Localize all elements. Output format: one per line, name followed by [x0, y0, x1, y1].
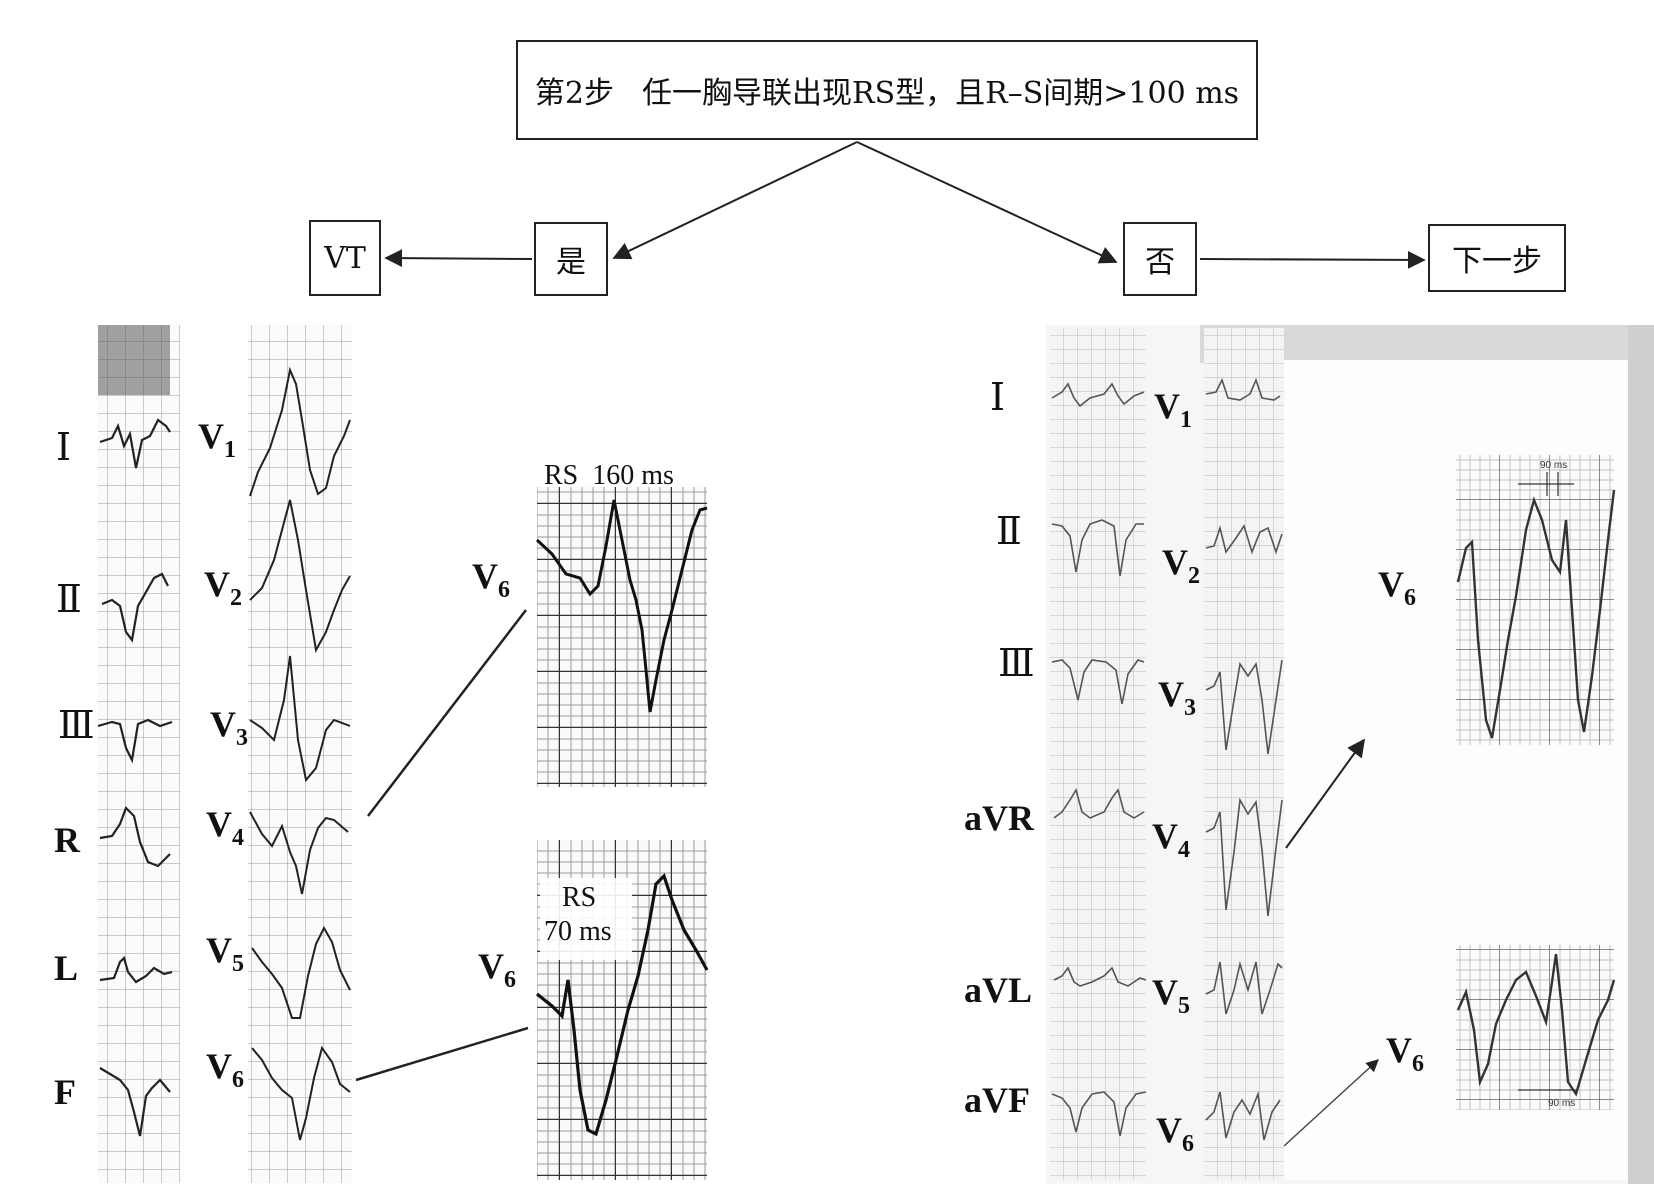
left-zoom-bottom-annotation-1: RS: [562, 882, 596, 913]
left-ecg-panel: [97, 325, 709, 1183]
left-zoom-bottom-annotation-2: 70 ms: [544, 916, 612, 947]
right-zoom-top-grid: [1456, 455, 1614, 745]
left-limb-label-5: L: [54, 948, 78, 988]
right-chest-strip: [1204, 328, 1284, 1180]
arrow-to-yes: [612, 141, 858, 260]
right-limb-label-3: Ⅲ: [998, 643, 1035, 685]
right-chest-label-v6: V6: [1156, 1110, 1194, 1157]
flow-arrows: [384, 141, 1426, 269]
right-zoom-bottom-trace: [1456, 953, 1616, 1097]
arrow-yes-to-vt: [384, 249, 533, 268]
yes-label: 是: [556, 245, 586, 280]
right-limb-label-4: aVR: [964, 798, 1035, 838]
criterion-box: 第2步 任一胸导联出现RS型，且R–S间期>100 ms: [516, 40, 1258, 140]
right-chest-label-v3: V3: [1158, 674, 1196, 721]
right-zoom-top-annotation: 90 ms: [1540, 460, 1567, 471]
arrow-no-to-next: [1199, 250, 1426, 269]
left-chest-traces: [249, 366, 351, 1141]
right-chest-label-v4: V4: [1152, 816, 1190, 863]
left-zoom-bottom-label: V6: [478, 946, 516, 993]
left-zoom-top-annotation: RS 160 ms: [544, 460, 674, 491]
right-chest-label-v1: V1: [1154, 386, 1192, 433]
left-zoom-bottom-trace: [536, 873, 709, 1137]
right-chest-label-v5: V5: [1152, 972, 1190, 1019]
right-limb-label-5: aVL: [964, 970, 1032, 1010]
next-step-label: 下一步: [1452, 244, 1542, 279]
vt-label: VT: [324, 240, 366, 276]
left-limb-label-2: Ⅱ: [56, 579, 82, 621]
left-connector-bottom: [355, 1026, 529, 1082]
right-zoom-bottom-label: V6: [1386, 1030, 1424, 1077]
right-limb-traces: [1051, 382, 1147, 1137]
left-zoom-top-trace: [535, 499, 708, 713]
next-step-box: 下一步: [1428, 224, 1566, 292]
right-arrow-top: [1285, 738, 1366, 849]
right-limb-strip: [1050, 328, 1146, 1180]
arrow-to-no: [856, 141, 1118, 264]
right-photo-shadow-side: [1628, 325, 1654, 1184]
left-chest-label-v5: V5: [206, 930, 244, 977]
left-limb-strip: [98, 325, 180, 1183]
no-label: 否: [1145, 245, 1175, 280]
yes-box: 是: [534, 222, 608, 296]
left-limb-label-4: R: [54, 820, 81, 860]
right-limb-label-6: aVF: [964, 1080, 1030, 1120]
left-zoom-top-grid: [537, 487, 707, 787]
left-chest-label-v1: V1: [198, 416, 236, 463]
right-ecg-panel: [1046, 325, 1654, 1184]
right-chest-traces: [1205, 377, 1283, 1141]
vt-box: VT: [309, 220, 381, 296]
criterion-text: 任一胸导联出现RS型，且R–S间期>100 ms: [642, 76, 1240, 111]
left-limb-label-1: Ⅰ: [56, 427, 71, 469]
left-limb-traces: [97, 418, 173, 1137]
right-limb-label-2: Ⅱ: [996, 511, 1022, 553]
right-zoom-bottom-grid: [1456, 945, 1614, 1110]
left-limb-strip-dark-top: [98, 325, 170, 395]
right-limb-label-1: Ⅰ: [990, 377, 1005, 419]
right-zoom-top-label: V6: [1378, 564, 1416, 611]
left-chest-label-v4: V4: [206, 804, 244, 851]
left-chest-label-v6: V6: [206, 1046, 244, 1093]
no-box: 否: [1123, 222, 1197, 296]
left-chest-label-v3: V3: [210, 704, 248, 751]
left-zoom-bottom-annotation-bg: [540, 878, 632, 960]
left-connector-top: [367, 609, 527, 817]
right-arrow-bottom: [1283, 1059, 1379, 1147]
left-limb-label-3: Ⅲ: [58, 705, 95, 747]
right-zoom-top-trace: [1456, 489, 1616, 739]
left-limb-label-6: F: [54, 1072, 76, 1112]
left-zoom-top-label: V6: [472, 556, 510, 603]
step-label: 第2步: [534, 76, 615, 111]
right-chest-label-v2: V2: [1162, 542, 1200, 589]
left-chest-label-v2: V2: [204, 564, 242, 611]
right-zoom-bottom-annotation: 90 ms: [1548, 1098, 1575, 1109]
